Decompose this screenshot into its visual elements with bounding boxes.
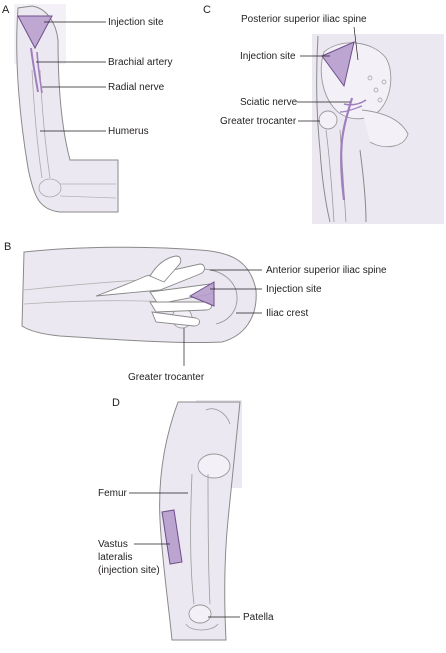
label-sciatic-nerve: Sciatic nerve	[240, 97, 298, 108]
femur-head	[318, 110, 338, 130]
label-greater-trocanter: Greater trocanter	[220, 116, 297, 127]
injection-site-marker	[17, 15, 53, 50]
injection-site-marker	[321, 41, 355, 88]
patella-bone	[188, 604, 212, 624]
panel-b-letter: B	[4, 241, 11, 253]
label-femur: Femur	[98, 488, 128, 499]
label-vastus-line3: (injection site)	[98, 565, 160, 576]
thigh-outline	[316, 35, 367, 223]
label-greater-trocanter: Greater trocanter	[128, 372, 205, 383]
panel-c-letter: C	[203, 4, 211, 16]
forearm-bones	[59, 183, 117, 199]
femur-shaft	[325, 129, 347, 223]
label-radial-nerve: Radial nerve	[108, 82, 165, 93]
panel-d-letter: D	[112, 397, 120, 409]
hip-shape	[21, 246, 257, 344]
brachial-artery	[30, 47, 39, 93]
arm-shape	[16, 5, 119, 213]
panel-c: C Posterior superior iliac spine Inject	[203, 4, 444, 224]
label-injection-site: Injection site	[240, 51, 296, 62]
label-brachial-artery: Brachial artery	[108, 57, 172, 68]
elbow-joint	[38, 178, 62, 198]
arm-illustration	[14, 4, 119, 213]
panel-a: A Injection site Brachial artery Radial …	[2, 4, 172, 213]
label-injection-site: Injection site	[266, 284, 322, 295]
panel-d: D Femur Vastus lateralis (injection site…	[98, 397, 274, 641]
hand-illustration	[95, 255, 215, 327]
hip-posterior-illustration	[312, 34, 444, 224]
femur-head	[197, 453, 231, 479]
panel-a-letter: A	[2, 4, 10, 16]
panel-b: B Anterior superior iliac spine Injectio…	[4, 241, 387, 383]
sciatic-nerve	[340, 97, 354, 201]
humerus-bone	[31, 69, 43, 179]
label-vastus-line2: lateralis	[98, 552, 132, 563]
femur-shaft	[190, 473, 211, 605]
injection-site-marker	[188, 281, 215, 307]
label-anterior-superior-iliac-spine: Anterior superior iliac spine	[266, 265, 387, 276]
radial-nerve	[36, 51, 43, 94]
injection-site-marker	[161, 509, 183, 565]
label-vastus-line1: Vastus	[98, 539, 128, 550]
label-humerus: Humerus	[108, 126, 149, 137]
leg-illustration	[159, 400, 242, 641]
label-patella: Patella	[243, 612, 274, 623]
label-injection-site: Injection site	[108, 17, 164, 28]
leader-line	[353, 26, 359, 61]
label-posterior-superior-iliac-spine: Posterior superior iliac spine	[241, 14, 367, 25]
ischium	[361, 109, 409, 148]
label-iliac-crest: Iliac crest	[266, 308, 308, 319]
hip-lateral-illustration	[21, 246, 257, 344]
